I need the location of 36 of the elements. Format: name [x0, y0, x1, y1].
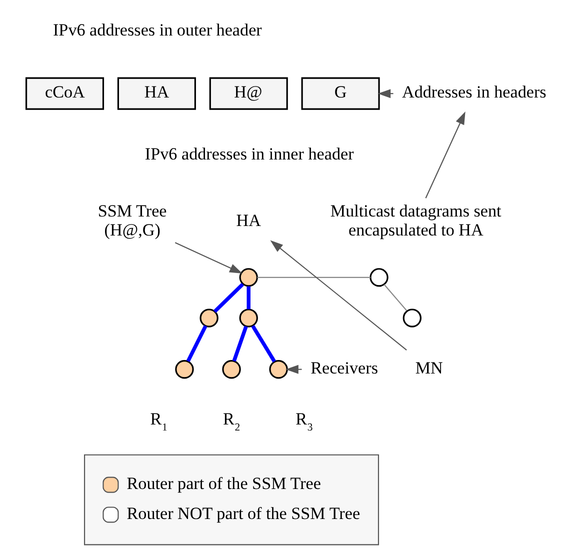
- node-label: R$_{2}$: [222, 410, 240, 434]
- node-box: G: [301, 77, 380, 110]
- node-text: SSM Tree (H@,G): [98, 201, 167, 240]
- connector: [384, 284, 408, 311]
- node-label: R$_{1}$: [150, 410, 168, 434]
- connector: [232, 326, 248, 362]
- node-circle: [200, 308, 218, 328]
- node-circle: [222, 360, 241, 379]
- node-label: R$_{3}$: [296, 410, 313, 434]
- connector: [186, 325, 208, 362]
- connector: [246, 286, 250, 310]
- arrow: [174, 242, 242, 274]
- legend-label: Router part of the SSM Tree: [126, 474, 321, 493]
- arrow: [270, 240, 407, 350]
- node-circle: [269, 360, 288, 379]
- node-box: HA: [117, 77, 196, 110]
- connector: [213, 282, 244, 313]
- node-text: HA: [236, 210, 262, 230]
- node-circle: [239, 268, 258, 287]
- node-circle: [239, 308, 258, 328]
- arrow: [378, 89, 394, 98]
- arrow: [425, 112, 466, 198]
- node-circle: [175, 360, 194, 379]
- node-circle: [370, 268, 388, 287]
- node-box: H@: [209, 77, 288, 110]
- node-text: Multicast datagrams sent encapsulated to HA: [330, 201, 502, 240]
- node-circle: [402, 308, 422, 328]
- legend-label: Router NOT part of the SSM Tree: [126, 504, 360, 523]
- connector: [257, 276, 370, 278]
- node-box: cCoA: [25, 77, 104, 110]
- label: IPv6 addresses in inner header: [144, 144, 354, 164]
- node-text: Receivers: [310, 358, 378, 378]
- node-text: Addresses in headers: [402, 82, 546, 102]
- connector: [251, 324, 276, 362]
- node-text: MN: [415, 358, 443, 378]
- label: IPv6 addresses in outer header: [53, 20, 262, 40]
